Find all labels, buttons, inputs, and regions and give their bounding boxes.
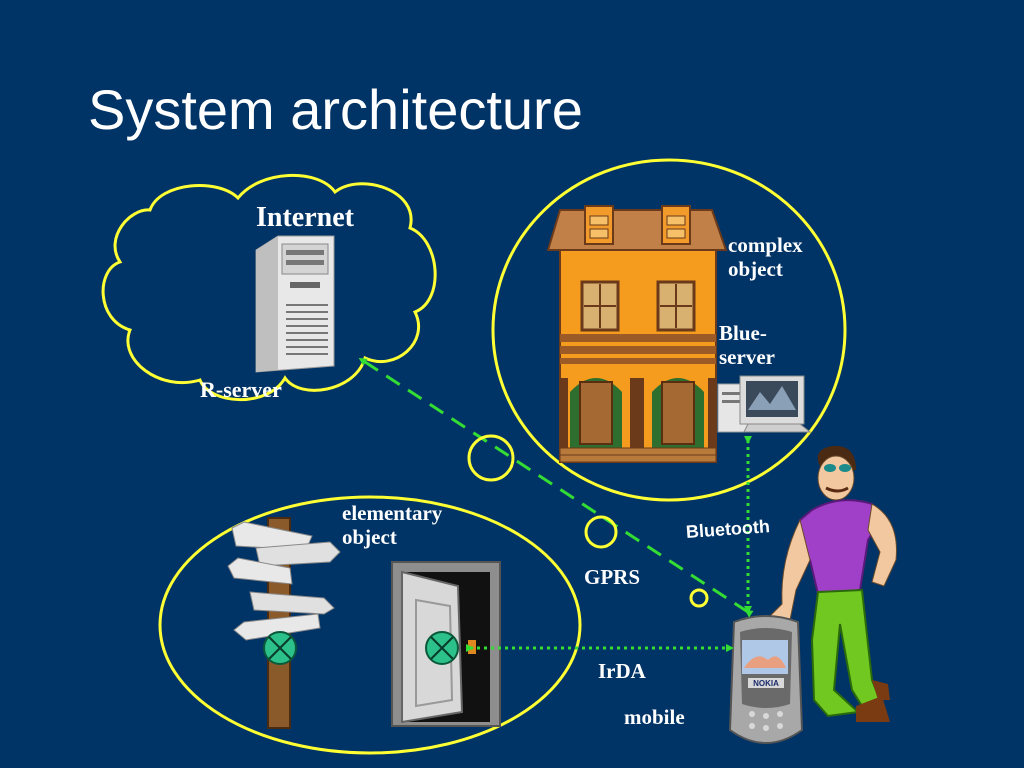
signpost-icon bbox=[227, 517, 341, 729]
door-tag-icon bbox=[425, 631, 459, 665]
blue-server-label-line1: Blue- bbox=[719, 321, 767, 345]
blue-server-label-line2: server bbox=[719, 344, 775, 369]
complex-object-label-line1: complex bbox=[728, 233, 803, 257]
r-server-label: R-server bbox=[200, 377, 282, 402]
elementary-object-label-line2: object bbox=[342, 524, 397, 549]
nokia-phone-icon: NOKIA bbox=[728, 615, 804, 744]
house-icon bbox=[546, 205, 728, 463]
gprs-label: GPRS bbox=[584, 565, 641, 589]
gprs-wave-large bbox=[467, 434, 515, 482]
irda-label: IrDA bbox=[598, 659, 646, 683]
gprs-wave-medium bbox=[584, 515, 618, 549]
slide-title: System architecture bbox=[88, 78, 583, 141]
blue-server-icon bbox=[717, 375, 812, 433]
blue-server-label: Blue- server bbox=[719, 321, 775, 369]
complex-object-label-line2: object bbox=[728, 256, 783, 281]
gprs-wave-small bbox=[689, 588, 709, 608]
r-server-icon bbox=[255, 235, 335, 373]
elementary-object-label: elementary object bbox=[342, 501, 443, 549]
complex-object-label: complex object bbox=[728, 233, 803, 281]
internet-label: Internet bbox=[256, 202, 354, 233]
signpost-tag-icon bbox=[263, 631, 297, 665]
person-icon bbox=[768, 445, 897, 722]
elementary-object-label-line1: elementary bbox=[342, 501, 443, 525]
phone-brand: NOKIA bbox=[753, 679, 779, 688]
mobile-label: mobile bbox=[624, 705, 685, 729]
